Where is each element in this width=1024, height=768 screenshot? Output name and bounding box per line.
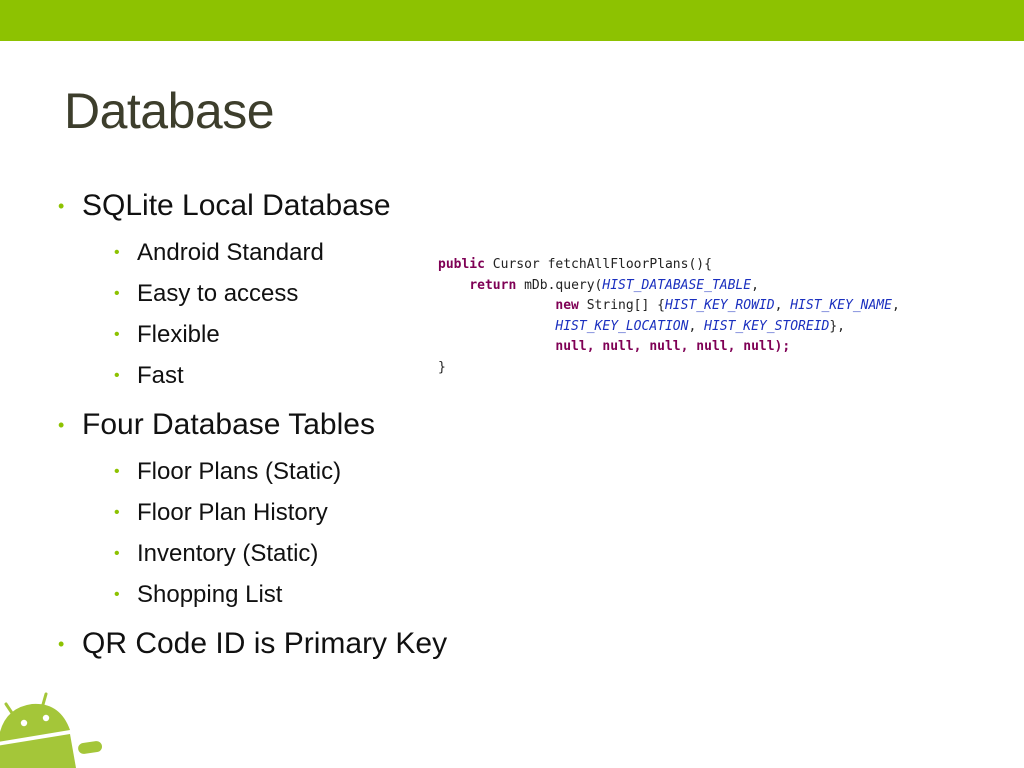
bullet-item: • QR Code ID is Primary Key xyxy=(58,624,447,664)
bullet-dot-icon: • xyxy=(114,586,120,603)
sub-bullet-text: Fast xyxy=(137,362,184,389)
sub-bullet-item: • Floor Plan History xyxy=(114,492,447,533)
sub-bullet-item: • Fast xyxy=(114,355,447,396)
code-field: HIST_KEY_STOREID xyxy=(704,318,830,334)
sub-bullet-item: • Floor Plans (Static) xyxy=(114,451,447,492)
code-keyword: public xyxy=(438,257,485,272)
code-text: Cursor fetchAllFloorPlans(){ xyxy=(484,257,712,272)
bullet-item: • SQLite Local Database • Android Standar… xyxy=(58,186,447,396)
code-text: } xyxy=(438,359,446,375)
code-text: }, xyxy=(829,318,846,334)
code-field: HIST_DATABASE_TABLE xyxy=(602,277,752,293)
top-accent-bar xyxy=(0,0,1024,41)
bullet-list: • SQLite Local Database • Android Standar… xyxy=(58,186,447,664)
sub-bullet-item: • Flexible xyxy=(114,314,447,355)
code-text: , xyxy=(891,298,900,313)
code-field: HIST_KEY_NAME xyxy=(790,298,892,313)
sub-bullet-item: • Shopping List xyxy=(114,574,447,615)
code-field: HIST_KEY_ROWID xyxy=(664,298,775,313)
bullet-dot-icon: • xyxy=(58,634,65,654)
code-null-args: null, null, null, null, null); xyxy=(555,339,791,354)
bullet-text: Four Database Tables xyxy=(82,408,375,441)
bullet-dot-icon: • xyxy=(58,196,65,216)
bullet-dot-icon: • xyxy=(114,326,120,343)
bullet-dot-icon: • xyxy=(58,415,65,435)
bullet-dot-icon: • xyxy=(114,463,120,480)
sub-bullet-text: Shopping List xyxy=(137,581,283,608)
bullet-text: QR Code ID is Primary Key xyxy=(82,627,448,660)
code-text: String[] { xyxy=(578,298,665,313)
sub-bullet-list: • Floor Plans (Static) • Floor Plan Histor… xyxy=(82,451,447,615)
bullet-item: • Four Database Tables • Floor Plans (Sta… xyxy=(58,405,447,615)
bullet-dot-icon: • xyxy=(114,244,120,261)
bullet-dot-icon: • xyxy=(114,545,120,562)
sub-bullet-list: • Android Standard • Easy to access • Flexi… xyxy=(82,232,447,396)
code-text: mDb.query( xyxy=(516,277,603,293)
slide-title: Database xyxy=(64,83,275,139)
sub-bullet-item: • Easy to access xyxy=(114,273,447,314)
sub-bullet-text: Android Standard xyxy=(137,239,324,266)
sub-bullet-text: Easy to access xyxy=(137,280,299,307)
code-keyword: return xyxy=(469,277,517,293)
bullet-dot-icon: • xyxy=(114,367,120,384)
sub-bullet-text: Inventory (Static) xyxy=(137,540,319,567)
android-robot-icon xyxy=(0,692,103,768)
sub-bullet-text: Flexible xyxy=(137,321,220,348)
code-keyword: new xyxy=(555,298,579,313)
sub-bullet-item: • Inventory (Static) xyxy=(114,533,447,574)
code-text: , xyxy=(774,298,791,313)
code-snippet: public Cursor fetchAllFloorPlans(){ retu… xyxy=(438,255,900,378)
sub-bullet-text: Floor Plan History xyxy=(137,499,328,526)
code-text: , xyxy=(688,318,705,334)
code-text: , xyxy=(751,277,759,293)
bullet-text: SQLite Local Database xyxy=(82,189,391,222)
code-field: HIST_KEY_LOCATION xyxy=(555,318,689,334)
sub-bullet-text: Floor Plans (Static) xyxy=(137,458,342,485)
sub-bullet-item: • Android Standard xyxy=(114,232,447,273)
bullet-dot-icon: • xyxy=(114,285,120,302)
bullet-dot-icon: • xyxy=(114,504,120,521)
